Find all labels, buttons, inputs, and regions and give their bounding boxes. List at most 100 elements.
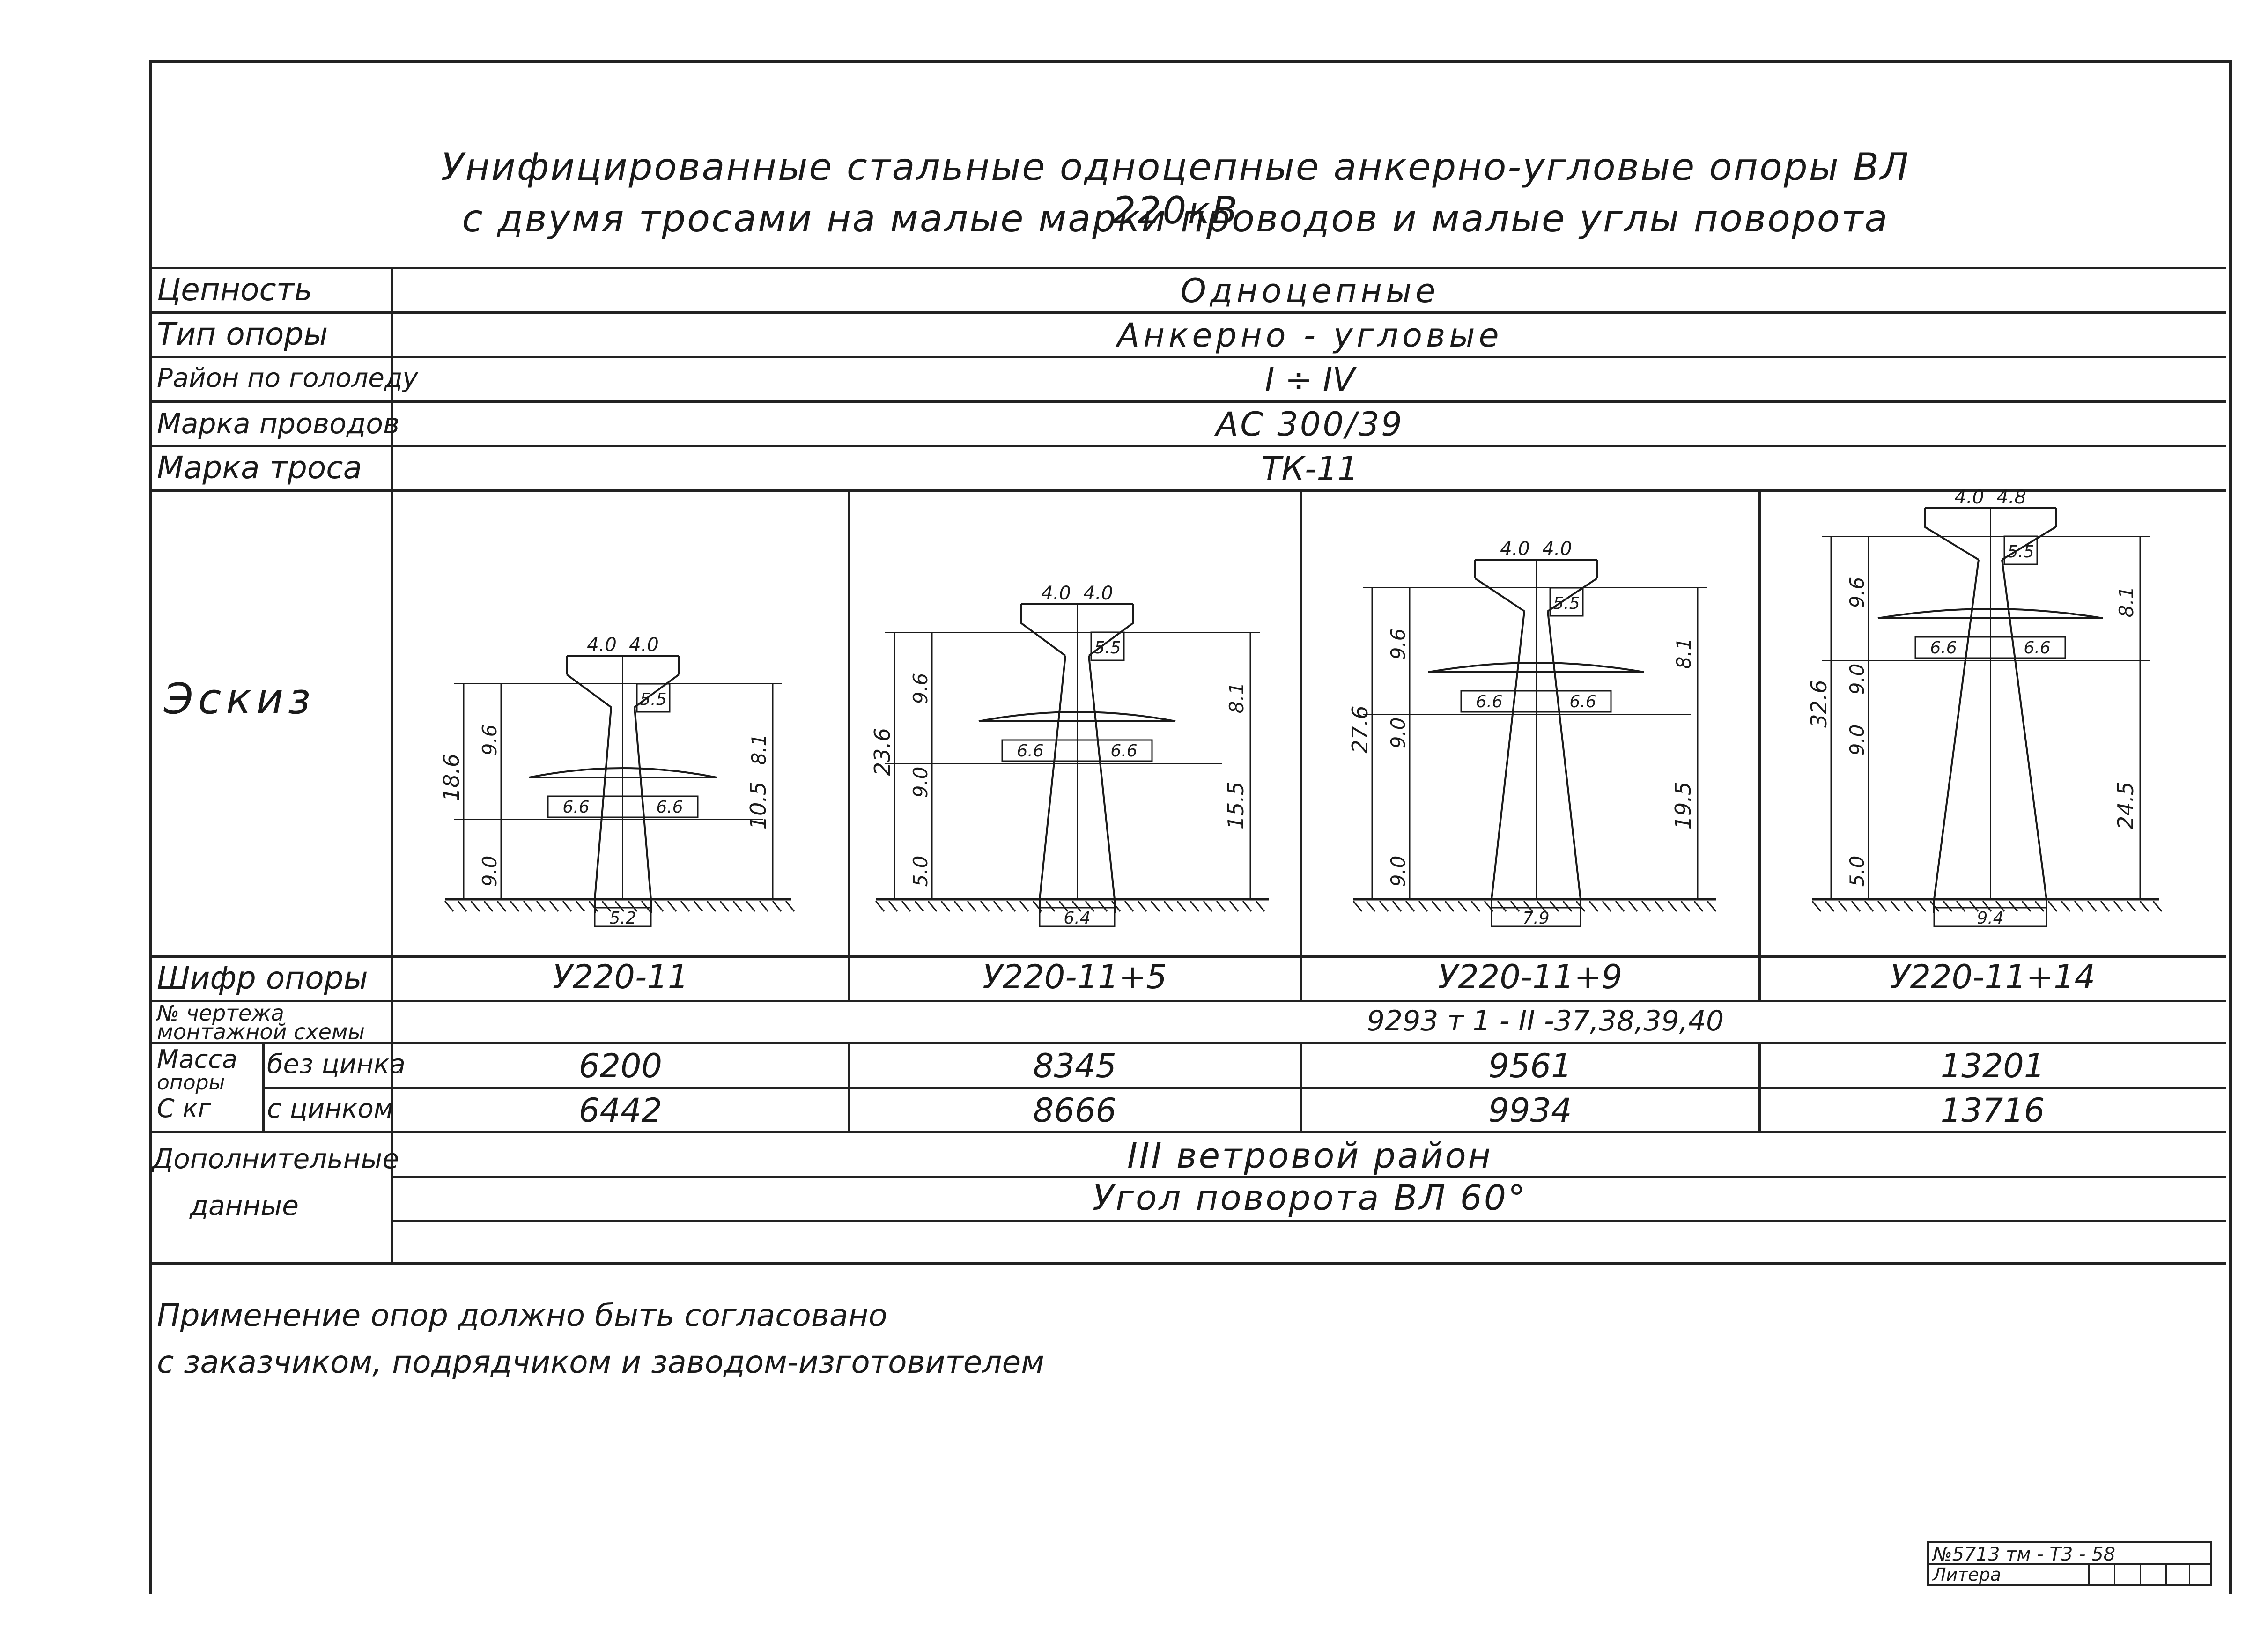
dim-right-upper: 8.1 [1672, 638, 1695, 669]
ground-hatch [667, 901, 677, 912]
label-extra-2: данные [190, 1190, 299, 1221]
ground-hatch [1163, 901, 1174, 912]
ground-hatch [927, 901, 938, 912]
label-drawing-1: № чертежа [157, 1000, 284, 1026]
dim-top-left: 4.0 [1500, 538, 1530, 560]
ground-hatch [1124, 901, 1134, 912]
ground-hatch [575, 901, 585, 912]
ground-hatch [719, 901, 730, 912]
row-divider [149, 400, 2226, 403]
ground-hatch [2152, 901, 2163, 912]
row-divider [391, 1220, 2226, 1222]
tower-leg [1491, 611, 1525, 900]
mass-with-zinc: 9934 [1488, 1091, 1572, 1130]
ground-hatch [1680, 901, 1691, 912]
ground-hatch [1851, 901, 1861, 912]
dim-right-upper: 8.1 [2115, 586, 2138, 618]
tower-column-divider [848, 489, 850, 1000]
row-divider [262, 1087, 2226, 1089]
dim-lower-height: 5.0 [909, 856, 932, 887]
ground-hatch [1497, 901, 1507, 912]
ground-hatch [1628, 901, 1638, 912]
mass-no-zinc: 13201 [1940, 1047, 2045, 1085]
ground-hatch [1366, 901, 1376, 912]
ground-hatch [1431, 901, 1441, 912]
mass-with-zinc: 8666 [1033, 1091, 1117, 1130]
top-beam [2001, 526, 2057, 561]
ground-hatch [940, 901, 951, 912]
mass-sub-divider [262, 1042, 265, 1131]
dim-arm-left: 6.6 [1930, 638, 1957, 658]
row-divider [149, 1131, 2226, 1133]
top-beam [1474, 577, 1525, 612]
ground-hatch [1098, 901, 1108, 912]
label-column-divider [391, 267, 393, 1262]
dim-base-box [1933, 907, 2047, 927]
dim-arm-right: 6.6 [1110, 741, 1137, 761]
ground-hatch [1216, 901, 1226, 912]
note-line2: с заказчиком, подрядчиком и заводом-изго… [157, 1344, 1044, 1380]
ground-hatch [1995, 901, 2005, 912]
tower-leg [1088, 655, 1116, 900]
ground-hatch [549, 901, 559, 912]
ground-hatch [993, 901, 1003, 912]
dim-box [2003, 535, 2038, 565]
ground-hatch [1006, 901, 1016, 912]
value-drawing: 9293 т 1 - II -37,38,39,40 [1367, 1005, 1724, 1037]
tower-leg [2001, 559, 2047, 900]
dim-arm-left: 6.6 [1017, 741, 1043, 761]
ground-hatch [1255, 901, 1265, 912]
ground-hatch [641, 901, 651, 912]
row-divider [149, 356, 2226, 358]
label-mass-1: Масса [157, 1044, 238, 1074]
value-cable: ТК-11 [1261, 450, 1359, 488]
dim-right-lower: 15.5 [1223, 782, 1249, 829]
ground-hatch [1562, 901, 1573, 912]
ground-hatch [706, 901, 717, 912]
label-cable: Марка троса [157, 450, 362, 486]
ground-hatch [1825, 901, 1835, 912]
ground-hatch [1352, 901, 1363, 912]
ground-hatch [2113, 901, 2123, 912]
tower-code: У220-11+14 [1890, 958, 2096, 996]
dim-upper-height: 9.6 [1387, 629, 1410, 660]
dim-mid2-height: 9.0 [1846, 725, 1869, 756]
dim-total-height: 23.6 [870, 728, 895, 776]
dim-top-left: 4.0 [587, 634, 617, 656]
ground-hatch [1549, 901, 1559, 912]
dim-base: 9.4 [1977, 909, 2003, 928]
dim-upper-height: 9.6 [909, 673, 932, 704]
ground-hatch [1903, 901, 1913, 912]
row-divider [149, 955, 2226, 958]
label-without-zinc: без цинка [267, 1049, 406, 1080]
cross-arm [529, 767, 717, 778]
dim-right-upper: 8.1 [1225, 682, 1248, 714]
dim-arm-left: 6.6 [1476, 692, 1502, 711]
ground-hatch [1588, 901, 1599, 912]
ground-hatch [536, 901, 546, 912]
ground-hatch [2126, 901, 2136, 912]
ground-hatch [1405, 901, 1415, 912]
value-extra-1: III ветровой район [1127, 1136, 1493, 1176]
label-mass-3: С кг [157, 1094, 211, 1123]
ground-hatch [1707, 901, 1717, 912]
ground-hatch [588, 901, 598, 912]
label-extra-1: Дополнительные [152, 1143, 399, 1175]
ground-hatch [1982, 901, 1992, 912]
ground-hatch [1693, 901, 1704, 912]
ground-hatch [1150, 901, 1160, 912]
dim-total-height: 18.6 [439, 754, 464, 801]
dim-top-left: 4.0 [1041, 583, 1071, 604]
ground-hatch [614, 901, 625, 912]
mass-no-zinc: 9561 [1488, 1047, 1572, 1085]
dim-arm-right: 6.6 [656, 798, 683, 817]
ground-hatch [732, 901, 743, 912]
ground-hatch [914, 901, 924, 912]
ground-hatch [1641, 901, 1651, 912]
ground-hatch [2087, 901, 2097, 912]
mass-with-zinc: 6442 [578, 1091, 663, 1130]
ground-hatch [680, 901, 690, 912]
dim-top-height: 5.5 [2007, 542, 2034, 562]
dim-box [636, 683, 671, 713]
